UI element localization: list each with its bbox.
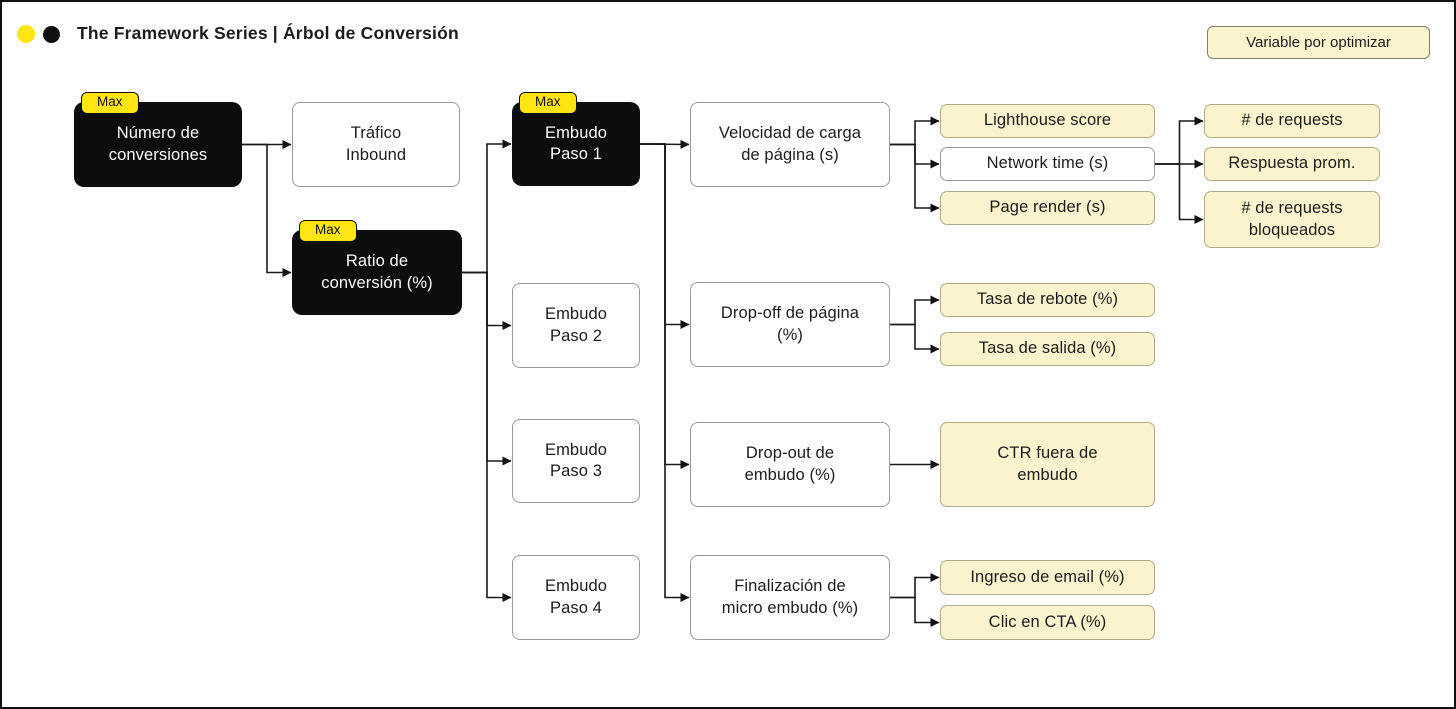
edge-ratio_de_conversion-to-embudo_paso_3 — [462, 271, 512, 466]
node-label: Embudo Paso 1 — [544, 123, 608, 163]
node-label: Tasa de salida (%) — [978, 339, 1117, 358]
edge-ratio_de_conversion-to-embudo_paso_4 — [462, 271, 512, 602]
node-velocidad-de-carga: Velocidad de carga de página (s) — [690, 102, 890, 187]
edge-velocidad_carga-to-lighthouse_score — [890, 116, 940, 146]
yellow-dot-icon — [17, 25, 35, 43]
node-label: Ingreso de email (%) — [970, 567, 1125, 586]
edge-embudo_paso_1-to-finalizacion_micro_embudo — [640, 143, 690, 602]
node-tasa-de-rebote: Tasa de rebote (%) — [940, 283, 1155, 317]
node-embudo-paso-4: Embudo Paso 4 — [512, 555, 640, 640]
edge-finalizacion_micro_embudo-to-ingreso_email — [890, 573, 940, 599]
edge-embudo_paso_1-to-velocidad_carga — [639, 139, 690, 149]
node-drop-off-de-pagina: Drop-off de página (%) — [690, 282, 890, 367]
node-label: Drop-off de página (%) — [720, 304, 860, 344]
edge-drop_off_pagina-to-tasa_rebote — [890, 295, 940, 326]
node-label: Embudo Paso 3 — [544, 440, 608, 480]
node-ratio-de-conversion: Ratio de conversión (%) — [292, 230, 462, 315]
edge-drop_off_pagina-to-tasa_salida — [890, 323, 940, 354]
edge-network_time-to-num_requests_bloqueados — [1155, 163, 1204, 224]
node-numero-de-conversiones: Número de conversiones — [74, 102, 242, 187]
edge-finalizacion_micro_embudo-to-clic_cta — [890, 596, 940, 627]
node-tasa-de-salida: Tasa de salida (%) — [940, 332, 1155, 366]
page-title: The Framework Series | Árbol de Conversi… — [77, 23, 459, 43]
node-label: Finalización de micro embudo (%) — [721, 577, 859, 617]
header: The Framework Series | Árbol de Conversi… — [2, 2, 1454, 66]
edge-numero_de_conversiones-to-ratio_de_conversion — [242, 143, 292, 277]
legend-variable-por-optimizar-badge: Variable por optimizar — [1207, 26, 1430, 59]
node-respuesta-prom: Respuesta prom. — [1204, 147, 1380, 181]
node-lighthouse-score: Lighthouse score — [940, 104, 1155, 138]
node-label: Respuesta prom. — [1228, 154, 1356, 173]
node-num-de-requests-bloqueados: # de requests bloqueados — [1204, 191, 1380, 248]
node-label: Embudo Paso 4 — [544, 577, 608, 617]
max-tag: Max — [519, 92, 577, 114]
node-label: Clic en CTA (%) — [988, 612, 1107, 631]
max-tag: Max — [299, 220, 357, 242]
node-label: Número de conversiones — [108, 124, 208, 164]
node-label: Tasa de rebote (%) — [976, 290, 1119, 309]
node-embudo-paso-2: Embudo Paso 2 — [512, 283, 640, 368]
node-trafico-inbound: Tráfico Inbound — [292, 102, 460, 187]
edge-embudo_paso_1-to-drop_off_pagina — [640, 143, 690, 329]
node-label: Page render (s) — [989, 198, 1106, 217]
edge-ratio_de_conversion-to-embudo_paso_1 — [462, 139, 512, 274]
node-ingreso-de-email: Ingreso de email (%) — [940, 560, 1155, 595]
node-drop-out-de-embudo: Drop-out de embudo (%) — [690, 422, 890, 507]
node-label: # de requests — [1241, 111, 1343, 130]
edge-network_time-to-num_requests — [1155, 116, 1204, 165]
node-label: Ratio de conversión (%) — [321, 252, 433, 292]
node-label: Velocidad de carga de página (s) — [718, 124, 862, 164]
node-label: Network time (s) — [986, 154, 1109, 173]
node-page-render: Page render (s) — [940, 191, 1155, 225]
node-label: Lighthouse score — [983, 111, 1112, 130]
node-finalizacion-de-micro-embudo: Finalización de micro embudo (%) — [690, 555, 890, 640]
edge-velocidad_carga-to-page_render — [890, 143, 940, 213]
node-label: # de requests bloqueados — [1241, 199, 1343, 239]
edge-velocidad_carga-to-network_time — [890, 143, 940, 169]
edge-embudo_paso_1-to-drop_out_embudo — [640, 143, 690, 469]
max-tag: Max — [81, 92, 139, 114]
node-label: Embudo Paso 2 — [544, 305, 608, 345]
node-label: CTR fuera de embudo — [997, 444, 1098, 484]
edge-ratio_de_conversion-to-embudo_paso_2 — [462, 271, 512, 330]
node-clic-en-cta: Clic en CTA (%) — [940, 605, 1155, 640]
black-dot-icon — [43, 26, 60, 43]
node-num-de-requests: # de requests — [1204, 104, 1380, 138]
node-embudo-paso-3: Embudo Paso 3 — [512, 419, 640, 503]
node-ctr-fuera-de-embudo: CTR fuera de embudo — [940, 422, 1155, 507]
node-label: Tráfico Inbound — [345, 124, 407, 164]
node-network-time: Network time (s) — [940, 147, 1155, 181]
node-embudo-paso-1: Embudo Paso 1 — [512, 102, 640, 186]
node-label: Drop-out de embudo (%) — [744, 444, 836, 484]
